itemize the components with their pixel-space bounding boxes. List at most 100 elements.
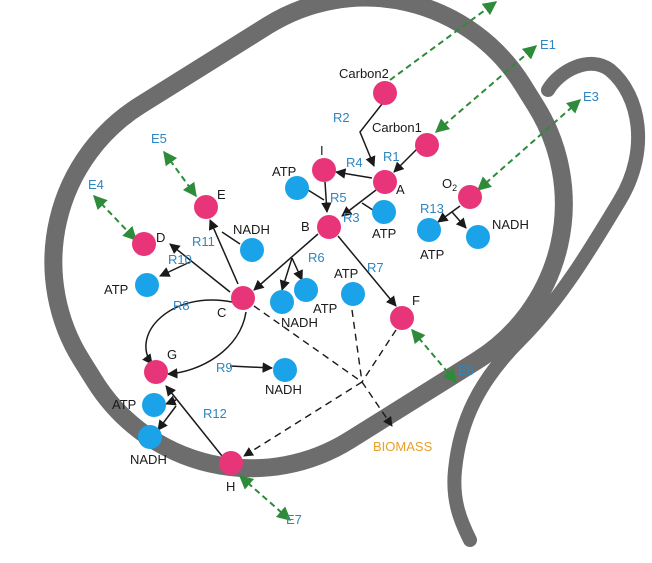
node-f [390, 306, 414, 330]
flagellum [447, 56, 646, 547]
r5-arrow [321, 181, 332, 214]
label-nadh-r6: NADH [281, 315, 318, 330]
biomass-from-c [253, 305, 363, 383]
label-r3: R3 [343, 210, 360, 225]
node-atp-r12 [142, 393, 166, 417]
label-e6: E6 [458, 363, 474, 378]
label-o2: O2 [442, 176, 457, 193]
node-nadh-r12 [138, 425, 162, 449]
label-d: D [156, 230, 165, 245]
biomass-to-product [361, 381, 393, 427]
label-o2-base: O [442, 176, 452, 191]
r10-arrow [169, 243, 231, 293]
label-a: A [396, 182, 405, 197]
cofactor-labels: ATP ATP NADH ATP NADH ATP ATP NADH ATP N… [104, 164, 529, 467]
node-nadh-r9 [273, 358, 297, 382]
r13-arrow [437, 205, 461, 223]
reaction-arrows [142, 103, 467, 457]
cofactor-nodes [135, 176, 490, 449]
label-nadh-r13: NADH [492, 217, 529, 232]
biomass-arrows [243, 305, 397, 457]
node-carbon1 [415, 133, 439, 157]
r7-arrow [337, 235, 397, 307]
biomass-from-f [361, 329, 397, 383]
label-c: C [217, 305, 226, 320]
label-nadh-r9: NADH [265, 382, 302, 397]
label-nadh-r11: NADH [233, 222, 270, 237]
r13-nadh-link [451, 211, 467, 229]
r5-atp-link [307, 189, 325, 201]
label-nadh-r12: NADH [130, 452, 167, 467]
e6-arrow [411, 328, 457, 384]
biomass-from-atp [351, 309, 363, 383]
node-atp-r13 [417, 218, 441, 242]
label-atp-r6: ATP [313, 301, 337, 316]
node-atp-r3 [372, 200, 396, 224]
node-atp-r6 [294, 278, 318, 302]
label-e5: E5 [151, 131, 167, 146]
label-atp-r5: ATP [272, 164, 296, 179]
node-b [317, 215, 341, 239]
node-nadh-r11 [240, 238, 264, 262]
label-biomass: BIOMASS [373, 439, 433, 454]
e3-arrow [476, 99, 582, 191]
node-nadh-r13 [466, 225, 490, 249]
r8-arrow [142, 299, 233, 365]
reaction-labels: R1 R2 R3 R4 R5 R6 R7 R8 R9 R10 R11 R12 R… [168, 110, 444, 421]
label-carbon1: Carbon1 [372, 120, 422, 135]
r6-atp-link [291, 257, 303, 281]
label-r8: R8 [173, 298, 190, 313]
label-r13: R13 [420, 201, 444, 216]
node-carbon2 [373, 81, 397, 105]
node-atp-r5 [285, 176, 309, 200]
e5-arrow [163, 150, 197, 198]
node-c [231, 286, 255, 310]
r9-nadh-link [229, 362, 274, 373]
e4-arrow [93, 194, 137, 242]
node-e [194, 195, 218, 219]
node-atp-r7 [341, 282, 365, 306]
label-e3: E3 [583, 89, 599, 104]
r9-arrow [166, 311, 247, 379]
label-r4: R4 [346, 155, 363, 170]
label-e7: E7 [286, 512, 302, 527]
r10-atp-link [159, 261, 191, 277]
label-e4: E4 [88, 177, 104, 192]
node-atp-r10 [135, 273, 159, 297]
label-e1: E1 [540, 37, 556, 52]
metabolite-labels: Carbon2 Carbon1 A I B E D C F G H O2 [156, 66, 457, 494]
cell-wall [44, 0, 573, 478]
r6-arrow [253, 233, 319, 291]
r2-arrow [359, 103, 383, 167]
label-o2-sub: 2 [452, 183, 457, 193]
node-i [312, 158, 336, 182]
exchange-labels: E1 E3 E4 E5 E6 E7 [88, 37, 599, 527]
r12-nadh-link [157, 405, 177, 431]
label-atp-r10: ATP [104, 282, 128, 297]
e7-arrow [238, 475, 292, 521]
r11-nadh-link [221, 231, 241, 245]
r12-atp-link [165, 395, 177, 406]
e-top-arrow [389, 1, 498, 81]
label-r6: R6 [308, 250, 325, 265]
label-r11: R11 [192, 234, 215, 249]
label-g: G [167, 347, 177, 362]
r4-arrow [334, 168, 373, 179]
label-f: F [412, 293, 420, 308]
metabolite-nodes [132, 81, 482, 475]
node-o2 [458, 185, 482, 209]
label-atp-r13: ATP [420, 247, 444, 262]
r6-nadh-link [279, 257, 293, 292]
r1-arrow [393, 147, 419, 173]
label-r5: R5 [330, 190, 347, 205]
label-e: E [217, 187, 226, 202]
exchange-arrows [93, 1, 582, 521]
label-r12: R12 [203, 406, 227, 421]
label-r1: R1 [383, 149, 400, 164]
label-r10: R10 [168, 252, 192, 267]
e1-arrow [434, 45, 538, 133]
label-h: H [226, 479, 235, 494]
label-r7: R7 [367, 260, 384, 275]
label-atp-r7: ATP [334, 266, 358, 281]
